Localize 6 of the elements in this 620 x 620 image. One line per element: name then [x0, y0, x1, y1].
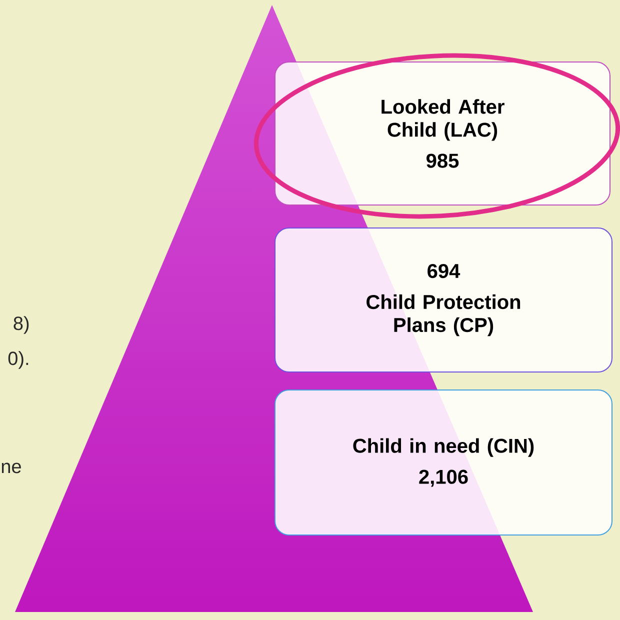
- cut-off-text: 8): [14, 316, 29, 334]
- cut-off-text: 0).: [8, 351, 28, 369]
- cut-off-text: ne: [2, 462, 21, 474]
- info-box: Looked After Child (LAC) 985: [274, 62, 611, 206]
- info-box: 694 Child Protection Plans (CP): [274, 228, 613, 372]
- info-box: Child in need (CIN) 2,106: [274, 390, 613, 536]
